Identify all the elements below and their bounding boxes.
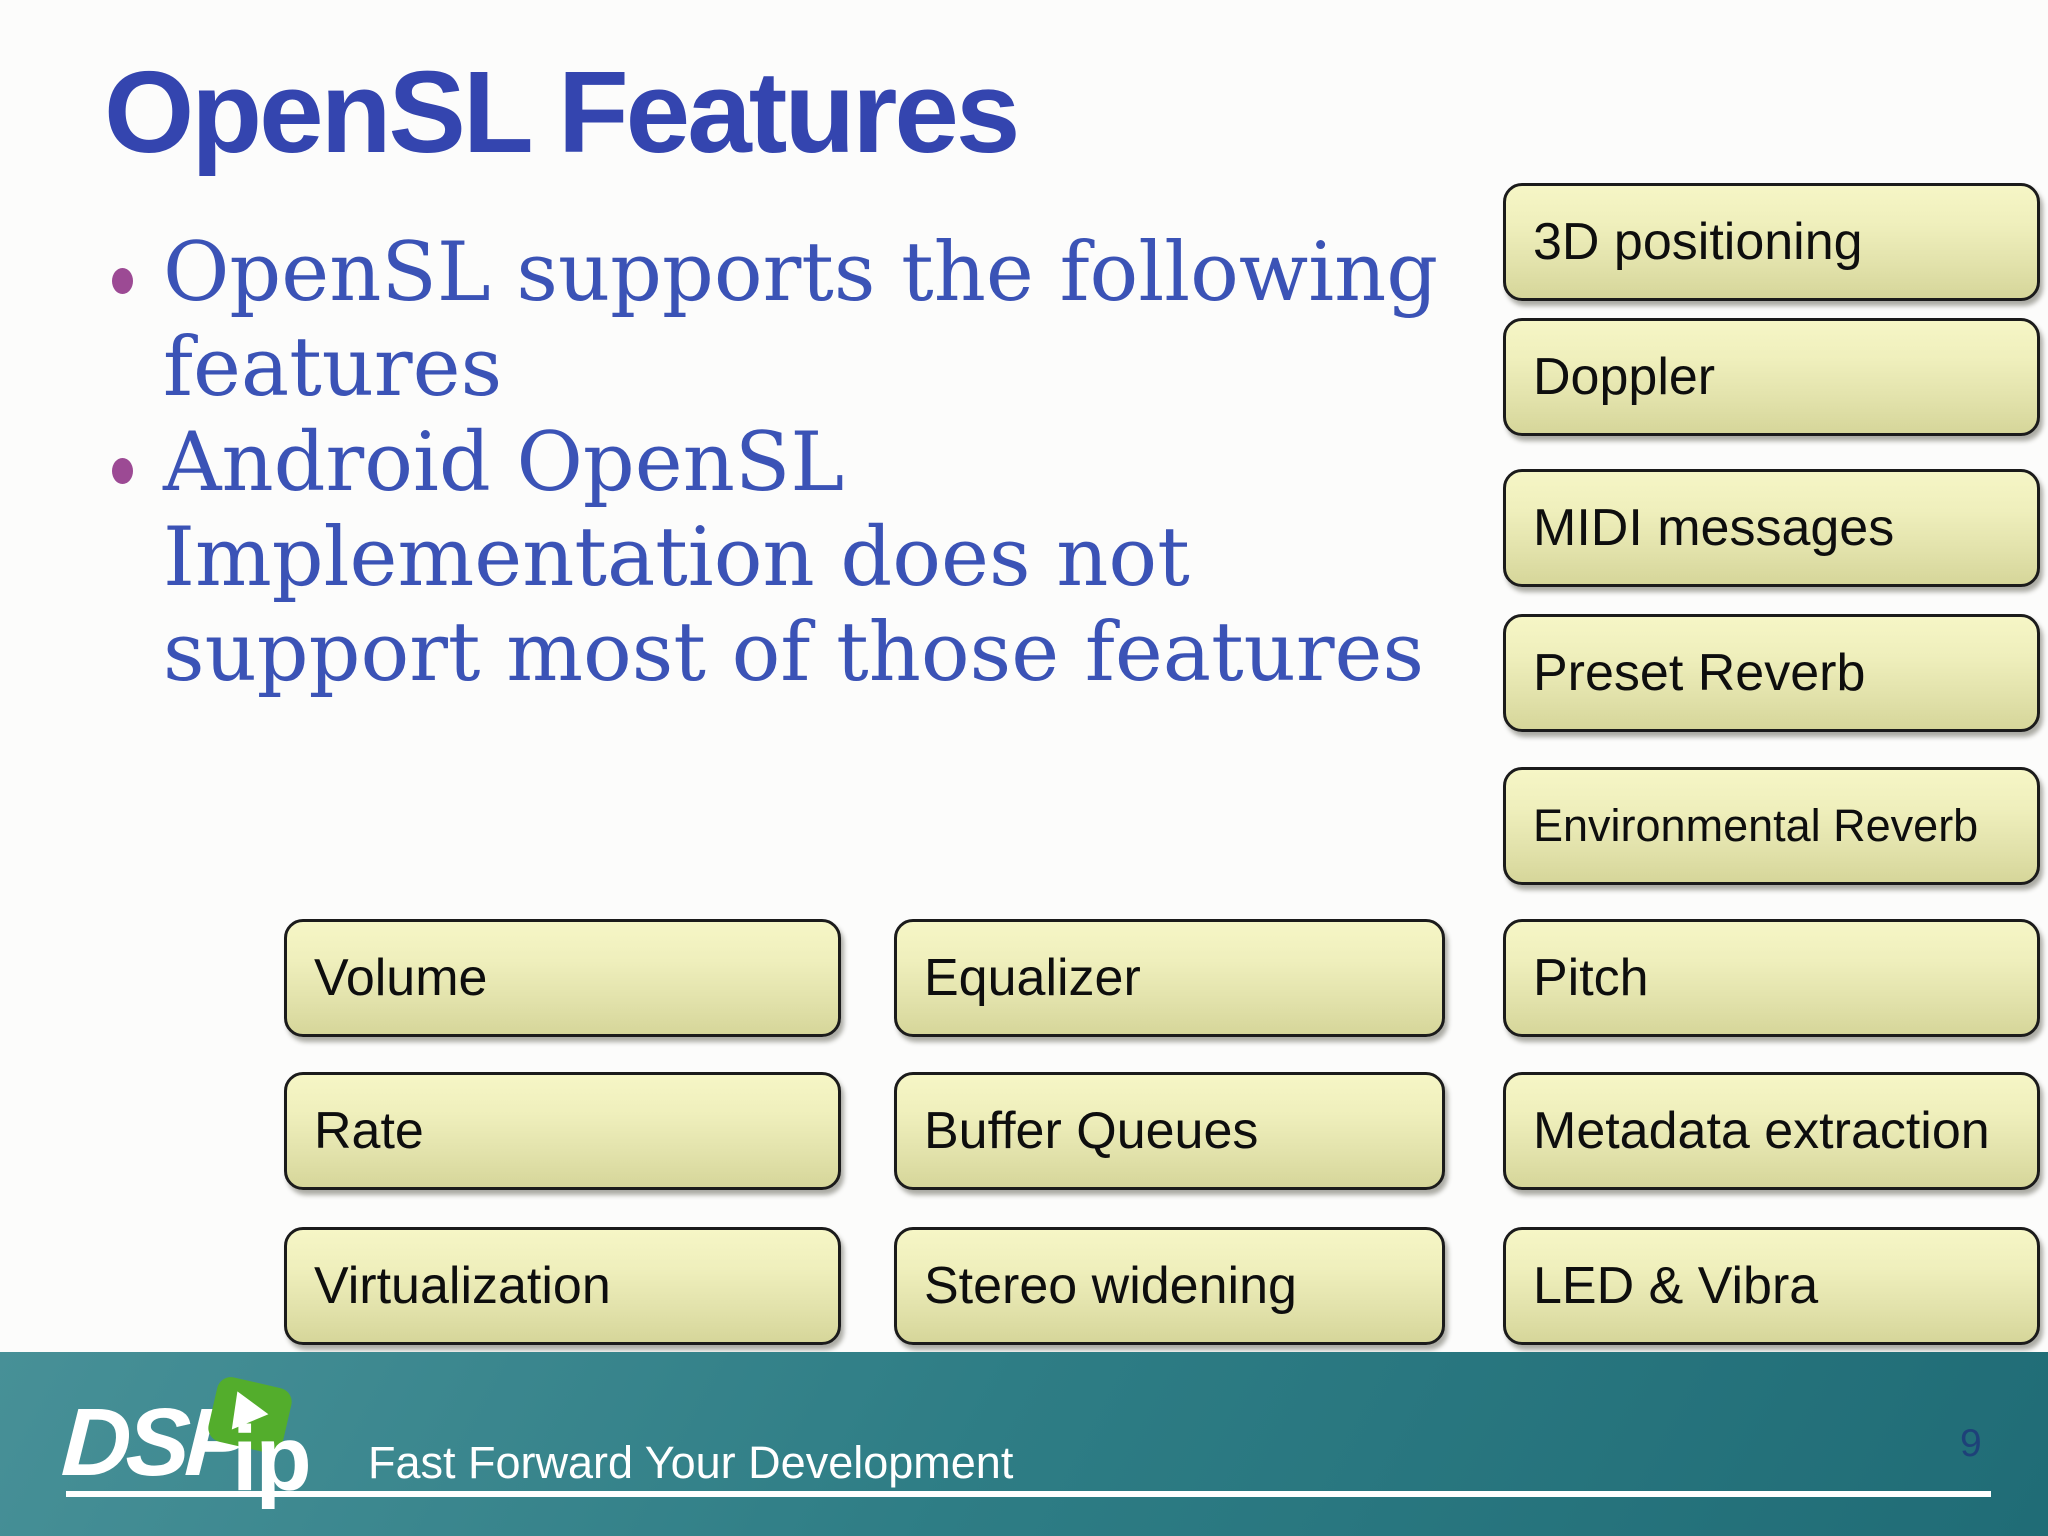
footer-underline [66, 1491, 1991, 1497]
feature-box-virtualization: Virtualization [284, 1227, 841, 1345]
feature-box-midi-messages: MIDI messages [1503, 469, 2040, 587]
feature-box-buffer-queues: Buffer Queues [894, 1072, 1445, 1190]
footer-tagline: Fast Forward Your Development [368, 1437, 1014, 1488]
footer-bar: DSP ip Fast Forward Your Development 9 [0, 1352, 2048, 1536]
feature-box-stereo-widening: Stereo widening [894, 1227, 1445, 1345]
page-title: OpenSL Features [104, 47, 1020, 177]
bullet-dot-icon [112, 458, 133, 484]
feature-box-metadata-extraction: Metadata extraction [1503, 1072, 2040, 1190]
feature-box-rate: Rate [284, 1072, 841, 1190]
bullet-text: OpenSL supports the following features [163, 226, 1439, 415]
feature-box-3d-positioning: 3D positioning [1503, 183, 2040, 301]
feature-box-environmental-reverb: Environmental Reverb [1503, 767, 2040, 885]
bullet-item: Android OpenSL Implementation does not s… [112, 416, 1452, 701]
bullet-item: OpenSL supports the following features [112, 226, 1452, 416]
dsp-logo-ip: ip [232, 1408, 312, 1510]
feature-box-doppler: Doppler [1503, 318, 2040, 436]
bullet-dot-icon [112, 268, 133, 294]
bullet-text: Android OpenSL Implementation does not s… [163, 416, 1425, 700]
feature-box-volume: Volume [284, 919, 841, 1037]
bullet-list: OpenSL supports the following features A… [112, 226, 1452, 701]
feature-box-equalizer: Equalizer [894, 919, 1445, 1037]
feature-box-preset-reverb: Preset Reverb [1503, 614, 2040, 732]
feature-box-pitch: Pitch [1503, 919, 2040, 1037]
page-number: 9 [1960, 1422, 1982, 1465]
feature-box-led-vibra: LED & Vibra [1503, 1227, 2040, 1345]
